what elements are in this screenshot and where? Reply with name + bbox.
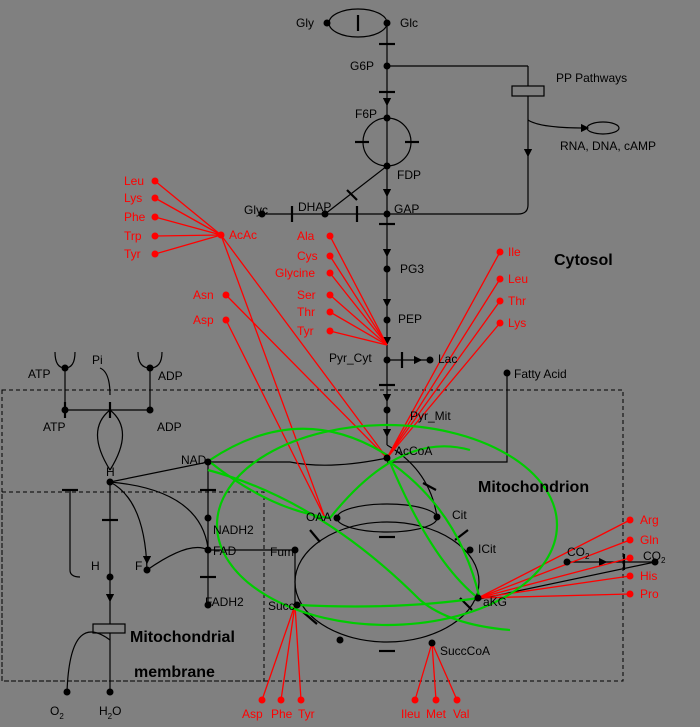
label-gap: GAP (394, 202, 419, 216)
amino-acid-nodes (151, 177, 634, 704)
label-cit: Cit (452, 508, 467, 522)
aa-thr: Thr (297, 305, 315, 319)
title-cytosol: Cytosol (554, 252, 613, 269)
aa-ser: Ser (297, 288, 316, 302)
aa-leu: Leu (124, 174, 144, 188)
aa-val: Val (453, 707, 469, 721)
label-pg3: PG3 (400, 262, 424, 276)
aa-phe-2: Phe (271, 707, 293, 721)
aa-met: Met (426, 707, 447, 721)
aa-lys-2: Lys (508, 316, 526, 330)
label-adp-top: ADP (158, 369, 183, 383)
tca-cycle (294, 444, 656, 653)
mitochondrion-compartment (1, 389, 624, 682)
label-dhap: DHAP (298, 200, 331, 214)
label-akg: aKG (483, 595, 507, 609)
label-rna-dna-camp: RNA, DNA, cAMP (560, 139, 656, 153)
label-fum: Fum (270, 545, 294, 559)
membrane-compartment (1, 491, 265, 682)
aa-trp: Trp (124, 229, 142, 243)
label-accoa: AcCoA (395, 444, 432, 458)
metabolite-labels: Gly Glc G6P PP Pathways F6P RNA, DNA, cA… (28, 16, 666, 721)
label-succcoa: SuccCoA (440, 644, 490, 658)
aa-pro: Pro (640, 587, 659, 601)
label-succ: Succ (268, 599, 295, 613)
aa-phe: Phe (124, 210, 146, 224)
label-co2-b: CO2 (643, 549, 666, 565)
label-co2-a: CO2 (567, 545, 590, 561)
aa-gln: Gln (640, 533, 659, 547)
aa-ala: Ala (297, 229, 315, 243)
title-membrane-line1: Mitochondrial (130, 629, 235, 646)
label-fatty-acid: Fatty Acid (514, 367, 567, 381)
aa-ile: Ile (508, 245, 521, 259)
aa-ileu: Ileu (401, 707, 420, 721)
label-adp-mid: ADP (157, 420, 182, 434)
label-atp-top: ATP (28, 367, 50, 381)
metabolite-nodes (61, 19, 659, 696)
aa-cys: Cys (297, 249, 318, 263)
label-glyc: Glyc (244, 203, 268, 217)
label-gly: Gly (296, 16, 314, 30)
label-h-bottom: H (91, 559, 100, 573)
label-pep: PEP (398, 312, 422, 326)
label-pyr-mit: Pyr_Mit (410, 409, 451, 423)
aa-asp-3: Asp (242, 707, 263, 721)
aa-tyr: Tyr (124, 247, 141, 261)
label-nadh2: NADH2 (213, 523, 254, 537)
aa-glycine: Glycine (275, 266, 315, 280)
label-fdp: FDP (397, 168, 421, 182)
aa-arg: Arg (640, 513, 659, 527)
label-pyr-cyt: Pyr_Cyt (329, 351, 372, 365)
title-membrane-line2: membrane (134, 664, 215, 681)
aa-tyr-3: Tyr (298, 707, 315, 721)
aa-leu-2: Leu (508, 272, 528, 286)
label-o2: O2 (50, 704, 64, 721)
label-h-top: H (106, 465, 115, 479)
label-fad: FAD (213, 544, 237, 558)
label-f6p: F6P (355, 107, 377, 121)
aa-acac: AcAc (229, 228, 257, 242)
label-pp-pathways: PP Pathways (556, 71, 627, 85)
aa-thr-2: Thr (508, 294, 526, 308)
aa-lys: Lys (124, 191, 142, 205)
label-h2o: H2O (99, 704, 121, 721)
label-icit: ICit (478, 542, 497, 556)
aa-asn: Asn (193, 288, 214, 302)
label-lac: Lac (438, 352, 457, 366)
label-fadh2: FADH2 (205, 595, 244, 609)
amino-acid-feeds (154, 180, 631, 701)
amino-acid-labels: Leu Lys Phe Trp Tyr AcAc Asn Asp Ala Cys… (124, 174, 659, 721)
aa-tyr-2: Tyr (297, 324, 314, 338)
label-atp-mid: ATP (43, 420, 65, 434)
aa-his: His (640, 569, 657, 583)
label-f: F (135, 559, 142, 573)
label-oaa: OAA (306, 510, 331, 524)
cycle-overlay (207, 423, 559, 632)
label-pi: Pi (92, 353, 103, 367)
title-mitochondrion: Mitochondrion (478, 479, 589, 496)
label-glc: Glc (400, 16, 418, 30)
label-g6p: G6P (350, 59, 374, 73)
aa-asp: Asp (193, 313, 214, 327)
label-nad: NAD (181, 453, 207, 467)
